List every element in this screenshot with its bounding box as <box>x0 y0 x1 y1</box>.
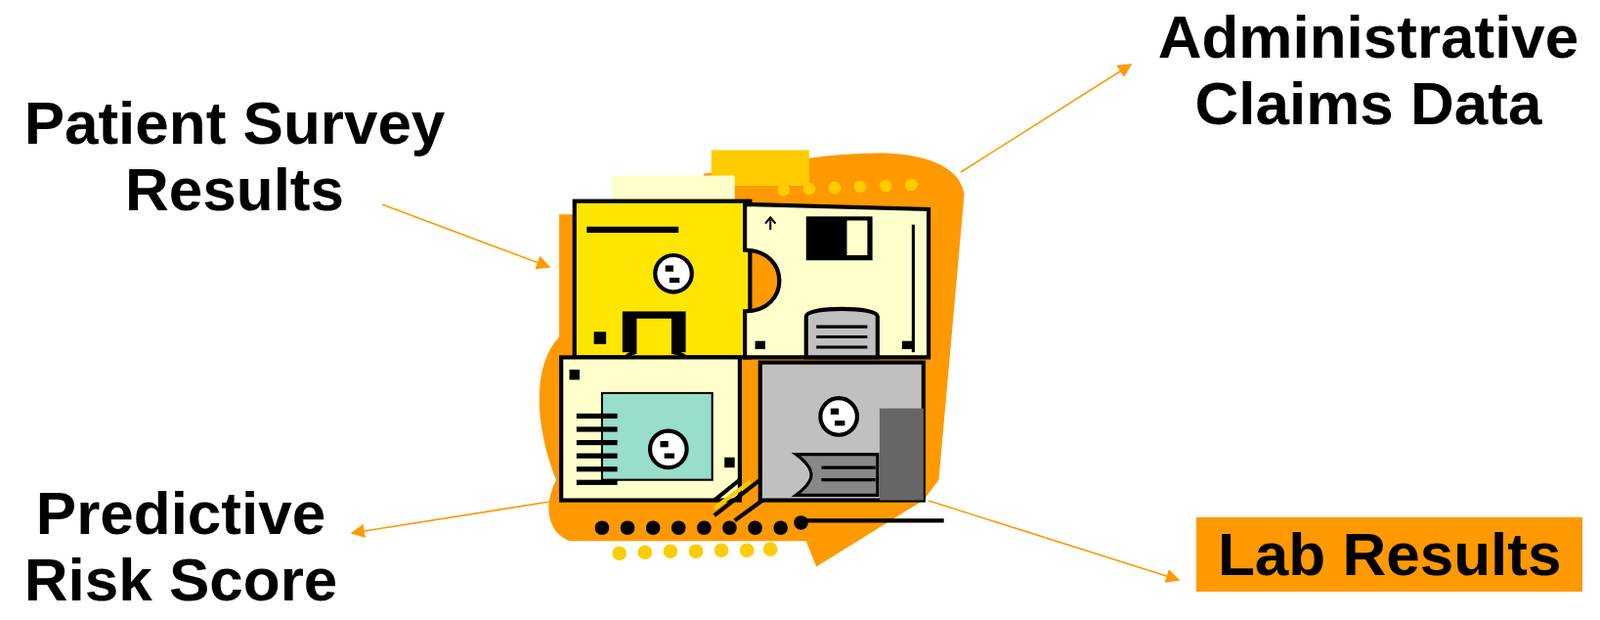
callout-label: Administrative Claims Data <box>1143 3 1594 137</box>
callout-label: Predictive Risk Score <box>4 479 357 613</box>
box-label: Lab Results <box>1217 520 1561 588</box>
leader-arrows <box>351 64 1179 580</box>
callout-label: Patient Survey Results <box>4 89 465 223</box>
puzzle-floppy-art <box>539 149 965 566</box>
highlight-box: Lab Results <box>1196 517 1583 592</box>
